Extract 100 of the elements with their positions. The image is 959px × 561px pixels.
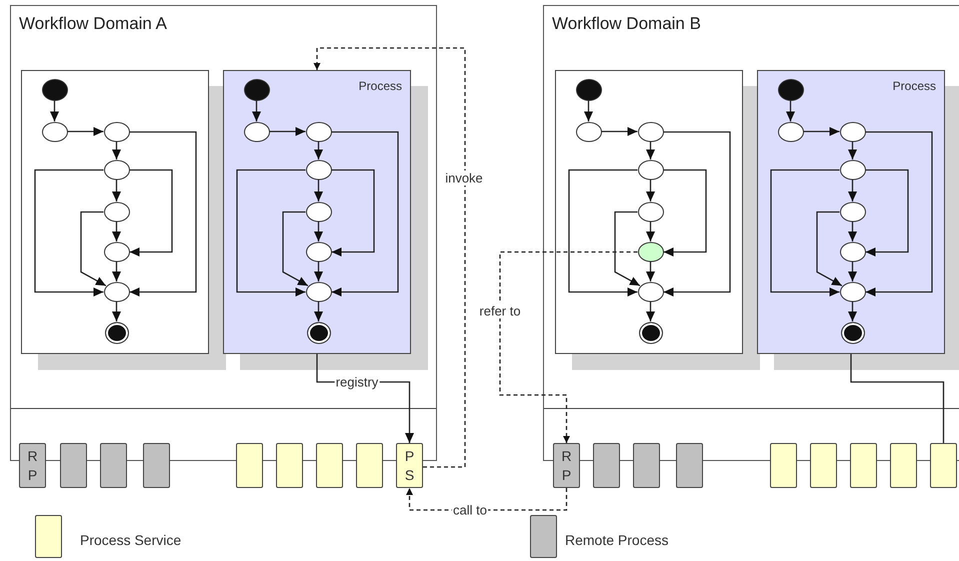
activity-node [104,160,130,180]
connector-line [850,354,944,443]
edge-label: registry [334,374,380,390]
activity-node [576,122,602,142]
arrow [568,169,638,296]
legend-label: Remote Process [565,532,668,548]
activity-node [306,160,332,180]
activity-node [840,242,866,262]
arrow [646,180,655,202]
arrow [848,180,857,202]
arrow [80,211,106,286]
arrow [770,169,840,296]
remote-process-box [100,443,127,488]
arrow [236,169,306,296]
edge-label: refer to [478,304,522,318]
activity-node [840,122,866,142]
domain-title: Workflow Domain A [19,14,168,34]
arrow [664,131,731,296]
activity-node [840,160,866,180]
arrow [112,222,121,242]
arrow [786,100,795,122]
arrow [252,100,261,122]
activity-node [638,122,664,142]
arrow [848,302,857,322]
arrow [270,127,306,136]
activity-node [244,122,270,142]
domain-box [543,5,959,461]
arrow [112,262,121,282]
remote-process-box [633,443,660,488]
end-node [306,322,330,344]
process-service-box [356,443,383,488]
start-node [42,78,68,100]
activity-node [638,242,664,262]
start-node [576,78,602,100]
activity-node [306,282,332,302]
arrow [866,131,933,296]
process-service-box [850,443,877,488]
arrow [314,262,323,282]
arrow [314,222,323,242]
activity-node [306,242,332,262]
activity-node [104,282,130,302]
arrow [112,302,121,322]
workflow-box [555,70,743,354]
remote-process-box [143,443,170,488]
process-title: Process [892,79,936,93]
remote-process-box [553,443,580,488]
arrow [646,222,655,242]
arrow [314,47,466,468]
arrow [499,251,638,443]
arrow [332,169,375,256]
remote-process-box [60,443,87,488]
arrow [332,131,399,296]
edge-label: invoke [444,170,484,186]
start-node [778,78,804,100]
process-box [757,70,945,354]
activity-node [104,242,130,262]
process-service-box [276,443,303,488]
arrow [866,169,909,256]
arrow [282,211,308,286]
activity-node [42,122,68,142]
activity-node [104,122,130,142]
arrow [314,302,323,322]
arrow [848,262,857,282]
workflow-box [21,70,209,354]
arrow [646,142,655,160]
process-service-box [316,443,343,488]
service-label: P S [404,446,414,484]
arrow [816,211,842,286]
remote-process-box [593,443,620,488]
legend-label: Process Service [80,532,182,548]
arrow [130,131,197,296]
arrow [68,127,104,136]
domain-title: Workflow Domain B [552,14,701,34]
end-node [840,322,864,344]
process-service-box [930,443,957,488]
process-service-box [810,443,837,488]
process-service-box [236,443,263,488]
activity-node [778,122,804,142]
activity-node [840,282,866,302]
arrow [112,142,121,160]
end-node [638,322,662,344]
process-service-box [770,443,797,488]
process-title: Process [358,79,402,93]
remote-process-box [19,443,46,488]
arrow [848,142,857,160]
end-node [104,322,128,344]
process-service-box [396,443,423,488]
service-label: R P [28,446,38,484]
arrow [646,302,655,322]
activity-node [840,202,866,222]
arrow [804,127,840,136]
activity-node [638,282,664,302]
edge-label: call to [452,502,488,518]
arrow [130,169,173,256]
arrow [584,100,593,122]
activity-node [638,160,664,180]
arrow [112,180,121,202]
arrow [34,169,104,296]
activity-node [306,122,332,142]
process-service-box [890,443,917,488]
